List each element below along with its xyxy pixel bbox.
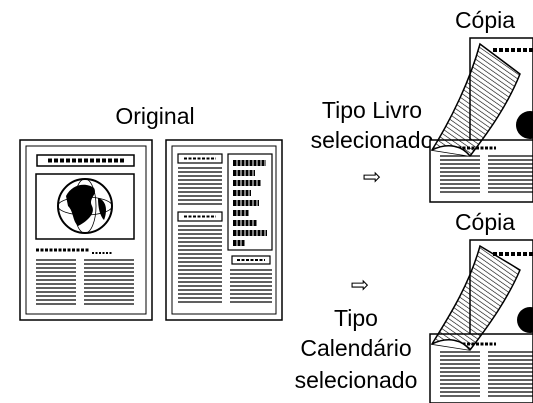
calendar-type-label-line3: selecionado [295,367,418,393]
arrow-right-icon: ⇨ [363,164,381,189]
original-label: Original [115,103,194,129]
arrow-right-icon: ⇨ [351,272,369,297]
original-front-page [19,139,153,321]
original-back-page [165,139,283,321]
copy-result-calendar [429,239,533,403]
globe-icon [57,178,113,234]
calendar-type-label-line1: Tipo [334,305,378,331]
book-type-label-line1: Tipo Livro [322,97,422,123]
book-type-label-line2: selecionado [311,127,434,153]
copy-bottom-label: Cópia [455,209,515,235]
people-chart-icon [227,153,273,251]
copy-result-book [429,37,533,203]
copy-top-label: Cópia [455,7,515,33]
calendar-type-label-line2: Calendário [300,335,411,361]
